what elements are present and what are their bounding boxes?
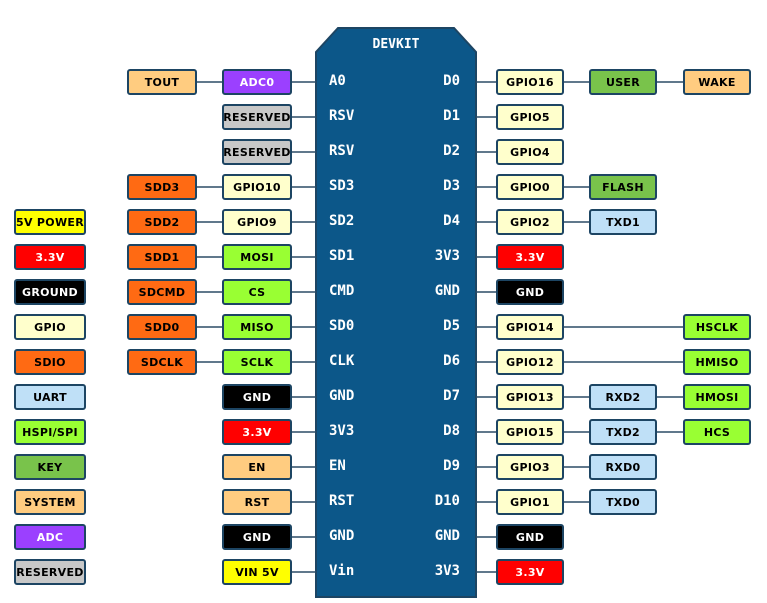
left-inner-label-2: RESERVED xyxy=(222,139,292,165)
right-label-10-0: GPIO15 xyxy=(496,419,564,445)
pin-right-10: D8 xyxy=(443,423,460,439)
legend-5v-power: 5V POWER xyxy=(14,209,86,235)
legend-3-3v: 3.3V xyxy=(14,244,86,270)
right-label-7-0: GPIO14 xyxy=(496,314,564,340)
right-label-8-1: HMISO xyxy=(683,349,751,375)
right-label-7-1: HSCLK xyxy=(683,314,751,340)
right-label-11-0: GPIO3 xyxy=(496,454,564,480)
left-inner-label-13: GND xyxy=(222,524,292,550)
left-outer-label-8: SDCLK xyxy=(127,349,197,375)
right-label-1-0: GPIO5 xyxy=(496,104,564,130)
right-label-11-1: RXD0 xyxy=(589,454,657,480)
right-label-10-1: TXD2 xyxy=(589,419,657,445)
right-label-4-0: GPIO2 xyxy=(496,209,564,235)
pin-right-8: D6 xyxy=(443,353,460,369)
left-inner-label-11: EN xyxy=(222,454,292,480)
left-inner-label-10: 3.3V xyxy=(222,419,292,445)
right-label-0-2: WAKE xyxy=(683,69,751,95)
pin-right-13: GND xyxy=(434,528,460,544)
pin-right-4: D4 xyxy=(443,213,460,229)
left-outer-label-0: TOUT xyxy=(127,69,197,95)
pin-left-0: A0 xyxy=(329,73,346,89)
left-inner-label-8: SCLK xyxy=(222,349,292,375)
pin-right-5: 3V3 xyxy=(434,248,460,264)
pin-left-9: GND xyxy=(329,388,355,404)
left-inner-label-7: MISO xyxy=(222,314,292,340)
pin-right-2: D2 xyxy=(443,143,460,159)
pin-right-9: D7 xyxy=(443,388,460,404)
right-label-8-0: GPIO12 xyxy=(496,349,564,375)
right-label-6-0: GND xyxy=(496,279,564,305)
right-label-12-0: GPIO1 xyxy=(496,489,564,515)
pin-right-7: D5 xyxy=(443,318,460,334)
left-inner-label-6: CS xyxy=(222,279,292,305)
right-label-4-1: TXD1 xyxy=(589,209,657,235)
legend-reserved: RESERVED xyxy=(14,559,86,585)
right-label-9-1: RXD2 xyxy=(589,384,657,410)
legend-ground: GROUND xyxy=(14,279,86,305)
legend-gpio: GPIO xyxy=(14,314,86,340)
right-label-0-0: GPIO16 xyxy=(496,69,564,95)
pin-right-14: 3V3 xyxy=(434,563,460,579)
pin-right-1: D1 xyxy=(443,108,460,124)
right-label-2-0: GPIO4 xyxy=(496,139,564,165)
left-inner-label-5: MOSI xyxy=(222,244,292,270)
pin-right-0: D0 xyxy=(443,73,460,89)
left-inner-label-9: GND xyxy=(222,384,292,410)
left-outer-label-6: SDCMD xyxy=(127,279,197,305)
legend-sdio: SDIO xyxy=(14,349,86,375)
pin-left-13: GND xyxy=(329,528,355,544)
right-label-14-0: 3.3V xyxy=(496,559,564,585)
left-inner-label-14: VIN 5V xyxy=(222,559,292,585)
pin-right-12: D10 xyxy=(434,493,460,509)
left-outer-label-3: SDD3 xyxy=(127,174,197,200)
right-label-10-2: HCS xyxy=(683,419,751,445)
pin-left-2: RSV xyxy=(329,143,355,159)
legend-uart: UART xyxy=(14,384,86,410)
pin-left-3: SD3 xyxy=(329,178,355,194)
pin-right-6: GND xyxy=(434,283,460,299)
left-inner-label-3: GPIO10 xyxy=(222,174,292,200)
legend-hspi-spi: HSPI/SPI xyxy=(14,419,86,445)
right-label-0-1: USER xyxy=(589,69,657,95)
left-outer-label-4: SDD2 xyxy=(127,209,197,235)
right-label-9-2: HMOSI xyxy=(683,384,751,410)
pin-left-7: SD0 xyxy=(329,318,355,334)
right-label-9-0: GPIO13 xyxy=(496,384,564,410)
left-inner-label-4: GPIO9 xyxy=(222,209,292,235)
legend-system: SYSTEM xyxy=(14,489,86,515)
left-outer-label-7: SDD0 xyxy=(127,314,197,340)
pin-right-3: D3 xyxy=(443,178,460,194)
right-label-12-1: TXD0 xyxy=(589,489,657,515)
right-label-13-0: GND xyxy=(496,524,564,550)
pin-left-10: 3V3 xyxy=(329,423,355,439)
left-inner-label-12: RST xyxy=(222,489,292,515)
pin-left-6: CMD xyxy=(329,283,355,299)
pin-left-5: SD1 xyxy=(329,248,355,264)
pin-left-12: RST xyxy=(329,493,355,509)
board-title: DEVKIT xyxy=(372,37,420,52)
right-label-5-0: 3.3V xyxy=(496,244,564,270)
pin-left-1: RSV xyxy=(329,108,355,124)
pin-left-8: CLK xyxy=(329,353,355,369)
pin-left-4: SD2 xyxy=(329,213,355,229)
leader-lines xyxy=(197,81,683,573)
pin-left-14: Vin xyxy=(329,563,355,579)
legend-key: KEY xyxy=(14,454,86,480)
left-inner-label-1: RESERVED xyxy=(222,104,292,130)
right-label-3-1: FLASH xyxy=(589,174,657,200)
pin-left-11: EN xyxy=(329,458,346,474)
left-outer-label-5: SDD1 xyxy=(127,244,197,270)
pin-right-11: D9 xyxy=(443,458,460,474)
left-inner-label-0: ADC0 xyxy=(222,69,292,95)
right-label-3-0: GPIO0 xyxy=(496,174,564,200)
legend-adc: ADC xyxy=(14,524,86,550)
board-outline xyxy=(315,27,477,598)
